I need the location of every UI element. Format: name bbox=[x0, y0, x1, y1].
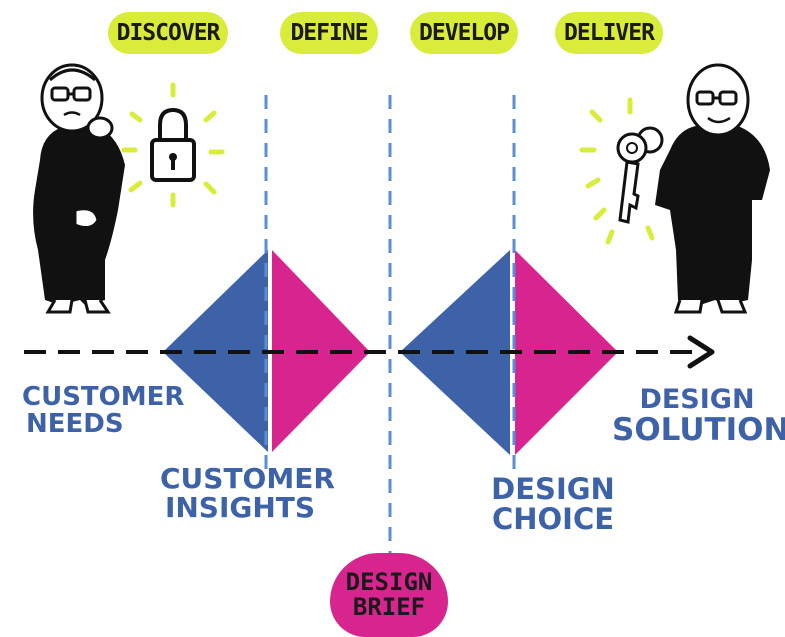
label-design-choice: DESIGN CHOICE bbox=[488, 474, 618, 535]
label-design-solution-line2: SOLUTION bbox=[612, 412, 785, 449]
phase-deliver: DELIVER bbox=[555, 12, 663, 54]
diamond-2-right-half bbox=[515, 250, 618, 455]
phase-discover: DISCOVER bbox=[108, 12, 228, 54]
padlock-icon bbox=[121, 82, 225, 208]
arrow-right-icon bbox=[687, 335, 715, 369]
design-brief-line1: DESIGN bbox=[345, 567, 433, 596]
label-customer-insights-line1: CUSTOMER bbox=[160, 462, 335, 495]
label-customer-insights: CUSTOMER INSIGHTS bbox=[160, 462, 335, 525]
design-brief-line2: BRIEF bbox=[352, 593, 426, 621]
label-customer-insights-line2: INSIGHTS bbox=[164, 491, 316, 525]
phase-develop: DEVELOP bbox=[410, 12, 518, 54]
label-customer-needs-line2: NEEDS bbox=[26, 409, 124, 440]
key-icon bbox=[579, 97, 655, 245]
diamond-2-left-half bbox=[400, 250, 510, 455]
customer-figure bbox=[33, 63, 126, 314]
label-design-solution: DESIGN SOLUTION bbox=[612, 384, 785, 449]
design-brief-badge: DESIGN BRIEF bbox=[330, 553, 448, 637]
phase-define: DEFINE bbox=[280, 12, 378, 54]
label-design-solution-line1: DESIGN bbox=[639, 384, 755, 415]
diamond-1-right-half bbox=[272, 250, 370, 452]
label-design-choice-line2: CHOICE bbox=[491, 502, 615, 537]
label-customer-needs: CUSTOMER NEEDS bbox=[22, 382, 185, 440]
label-customer-needs-line1: CUSTOMER bbox=[22, 382, 185, 412]
happy-customer-figure bbox=[636, 63, 770, 314]
label-design-choice-line1: DESIGN bbox=[491, 472, 615, 506]
